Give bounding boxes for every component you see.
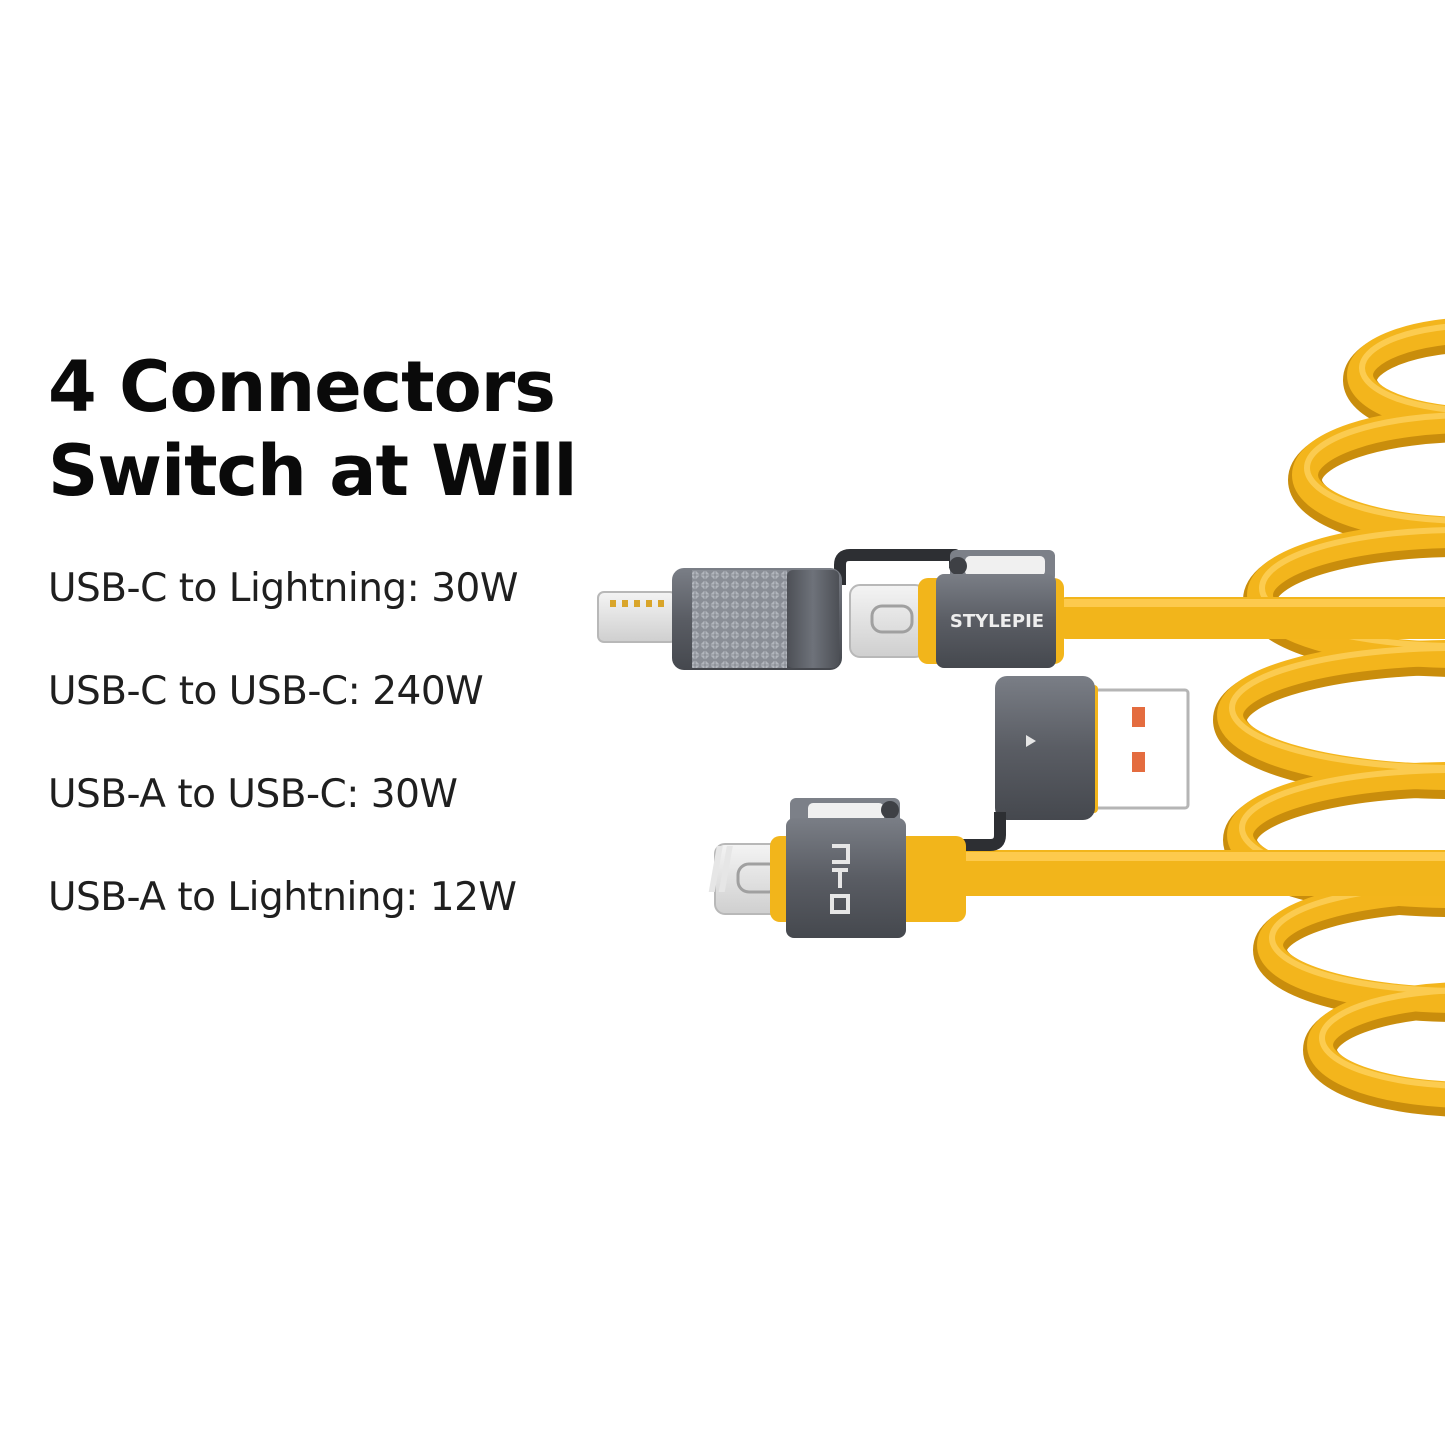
headline-line-1: 4 Connectors: [48, 346, 556, 428]
connector-spec-list: USB-C to Lightning: 30W USB-C to USB-C: …: [48, 560, 518, 972]
brand-label: STYLEPIE: [950, 611, 1044, 632]
lower-usbc-connector: [708, 818, 966, 938]
cable-product-illustration: STYLEPIE: [597, 318, 1445, 1117]
spec-usba-lightning: USB-A to Lightning: 12W: [48, 875, 517, 920]
coiled-cable: [1213, 318, 1445, 1117]
spec-usbc-usbc: USB-C to USB-C: 240W: [48, 669, 484, 714]
upper-cable: [1060, 597, 1445, 639]
usbc-lightning-connector: STYLEPIE: [597, 549, 1064, 670]
usba-connector: [995, 676, 1190, 820]
lower-cable: [955, 850, 1445, 896]
spec-usbc-lightning: USB-C to Lightning: 30W: [48, 566, 518, 611]
headline-line-2: Switch at Will: [48, 430, 577, 512]
spec-usba-usbc: USB-A to USB-C: 30W: [48, 772, 458, 817]
headline: 4 Connectors Switch at Will: [48, 345, 577, 513]
